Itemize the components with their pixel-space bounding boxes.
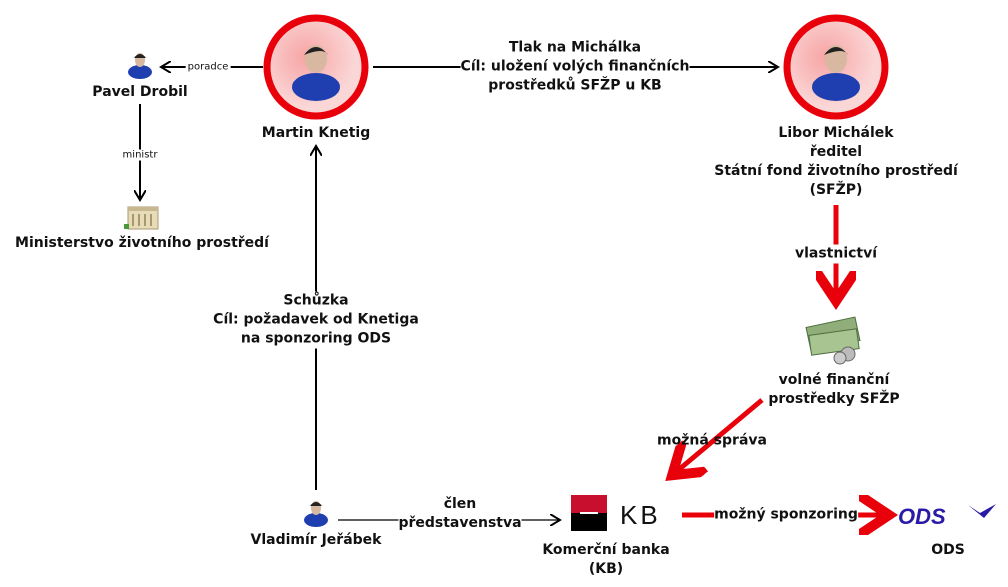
edge-label-sponzoring: možný sponzoring	[714, 505, 858, 525]
clen-line-1: člen	[443, 496, 477, 512]
martin-label[interactable]: Martin Knetig	[261, 125, 371, 141]
kb-label[interactable]: Komerční banka (KB)	[542, 541, 669, 579]
schuzka-line-3: na sponzoring ODS	[240, 330, 392, 347]
money-icon	[805, 316, 861, 365]
svg-text:KB: KB	[620, 500, 661, 530]
libor-org-abbr: (SFŽP)	[809, 182, 863, 198]
vladimir-label[interactable]: Vladimír Jeřábek	[250, 532, 382, 548]
pavel-label[interactable]: Pavel Drobil	[92, 84, 188, 100]
ods-logo: ODS	[898, 504, 996, 529]
libor-label[interactable]: Libor Michálek ředitel Státní fond život…	[714, 124, 958, 200]
kb-line-2: (KB)	[588, 561, 624, 577]
edge-label-clen: člen představenstva	[398, 495, 522, 533]
edge-label-vlastnictvi: vlastnictví	[794, 244, 878, 264]
edge-label-sprava: možná správa	[657, 432, 767, 449]
clen-line-2: představenstva	[398, 515, 522, 531]
edge-label-schuzka: Schůzka Cíl: požadavek od Knetiga na spo…	[213, 291, 419, 349]
tlak-line-3: prostředků SFŽP u KB	[488, 77, 662, 94]
schuzka-line-2: Cíl: požadavek od Knetiga	[213, 311, 419, 328]
kb-line-1: Komerční banka	[542, 542, 670, 558]
ods-label[interactable]: ODS	[931, 542, 965, 558]
tlak-line-2: Cíl: uložení volých finančních	[460, 58, 690, 75]
libor-role: ředitel	[809, 144, 863, 160]
funds-label[interactable]: volné finanční prostředky SFŽP	[768, 371, 899, 409]
person-icons	[128, 45, 860, 527]
tlak-line-1: Tlak na Michálka	[508, 39, 642, 56]
svg-text:ODS: ODS	[898, 504, 946, 529]
schuzka-line-1: Schůzka	[283, 292, 349, 309]
building-icon	[124, 206, 159, 230]
libor-name: Libor Michálek	[778, 125, 894, 141]
edge-label-tlak: Tlak na Michálka Cíl: uložení volých fin…	[460, 38, 690, 96]
funds-line-1: volné finanční	[778, 372, 890, 388]
ministry-label[interactable]: Ministerstvo životního prostředí	[15, 235, 269, 251]
edge-label-poradce: poradce	[185, 61, 231, 73]
edge-sprava[interactable]	[676, 398, 764, 472]
funds-line-2: prostředky SFŽP	[768, 391, 900, 407]
kb-logo: KB	[571, 495, 661, 531]
edge-label-ministr: ministr	[120, 149, 160, 161]
libor-org: Státní fond životního prostředí	[714, 163, 958, 179]
